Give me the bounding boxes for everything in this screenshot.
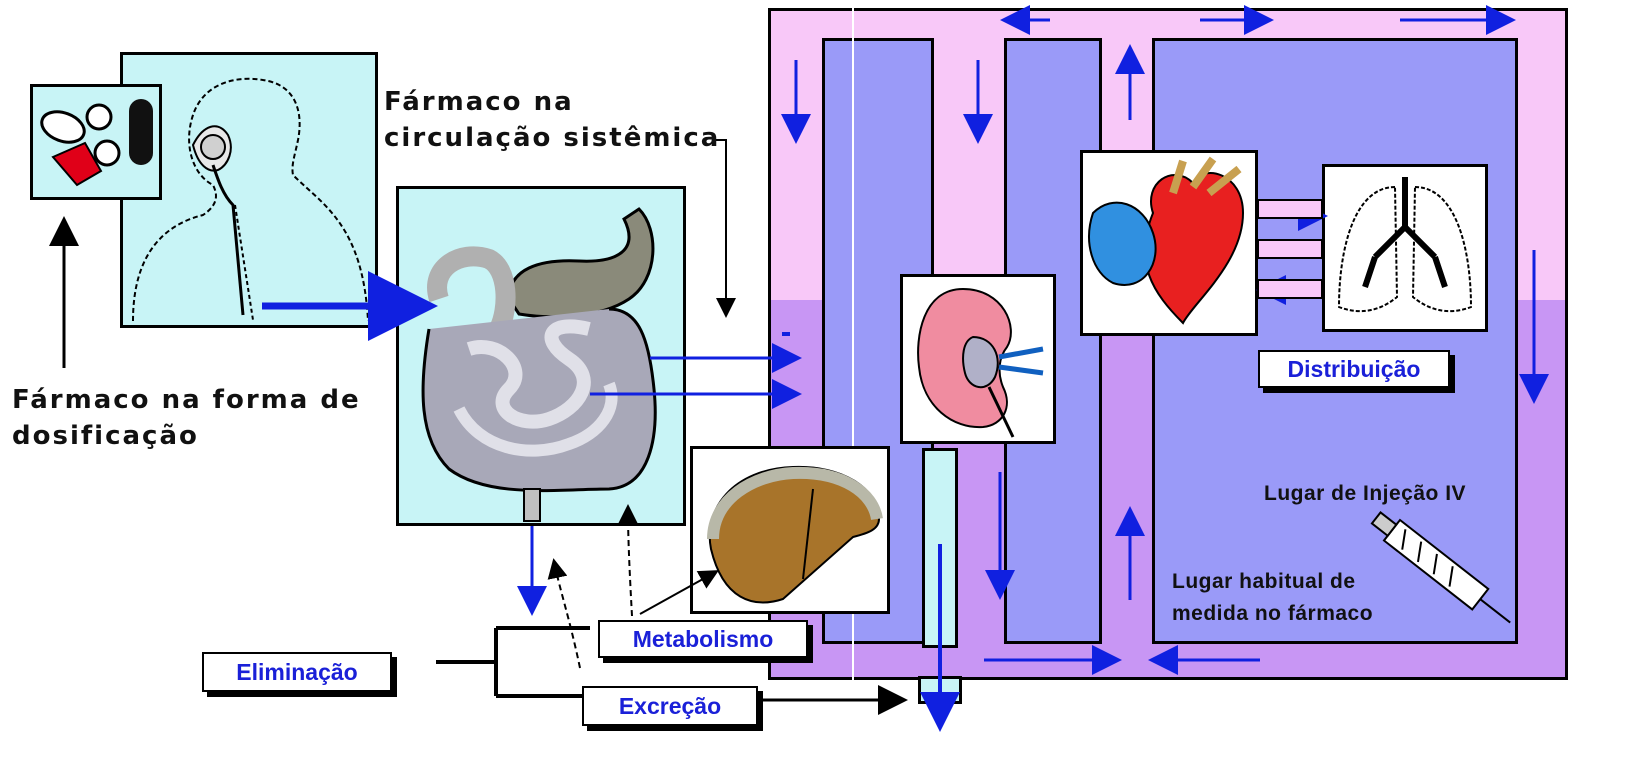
distribution-label: Distribuição	[1258, 350, 1450, 388]
systemic-circulation-label: Fármaco na circulação sistêmica	[384, 84, 724, 156]
metabolism-label: Metabolismo	[598, 620, 808, 658]
dosage-form-label: Fármaco na forma de dosificação	[12, 382, 382, 454]
elimination-label: Eliminação	[202, 652, 392, 692]
iv-injection-site-label: Lugar de Injeção IV	[1264, 478, 1564, 510]
measurement-site-label: Lugar habitual de medida no fármaco	[1172, 566, 1412, 630]
excretion-label: Excreção	[582, 686, 758, 726]
